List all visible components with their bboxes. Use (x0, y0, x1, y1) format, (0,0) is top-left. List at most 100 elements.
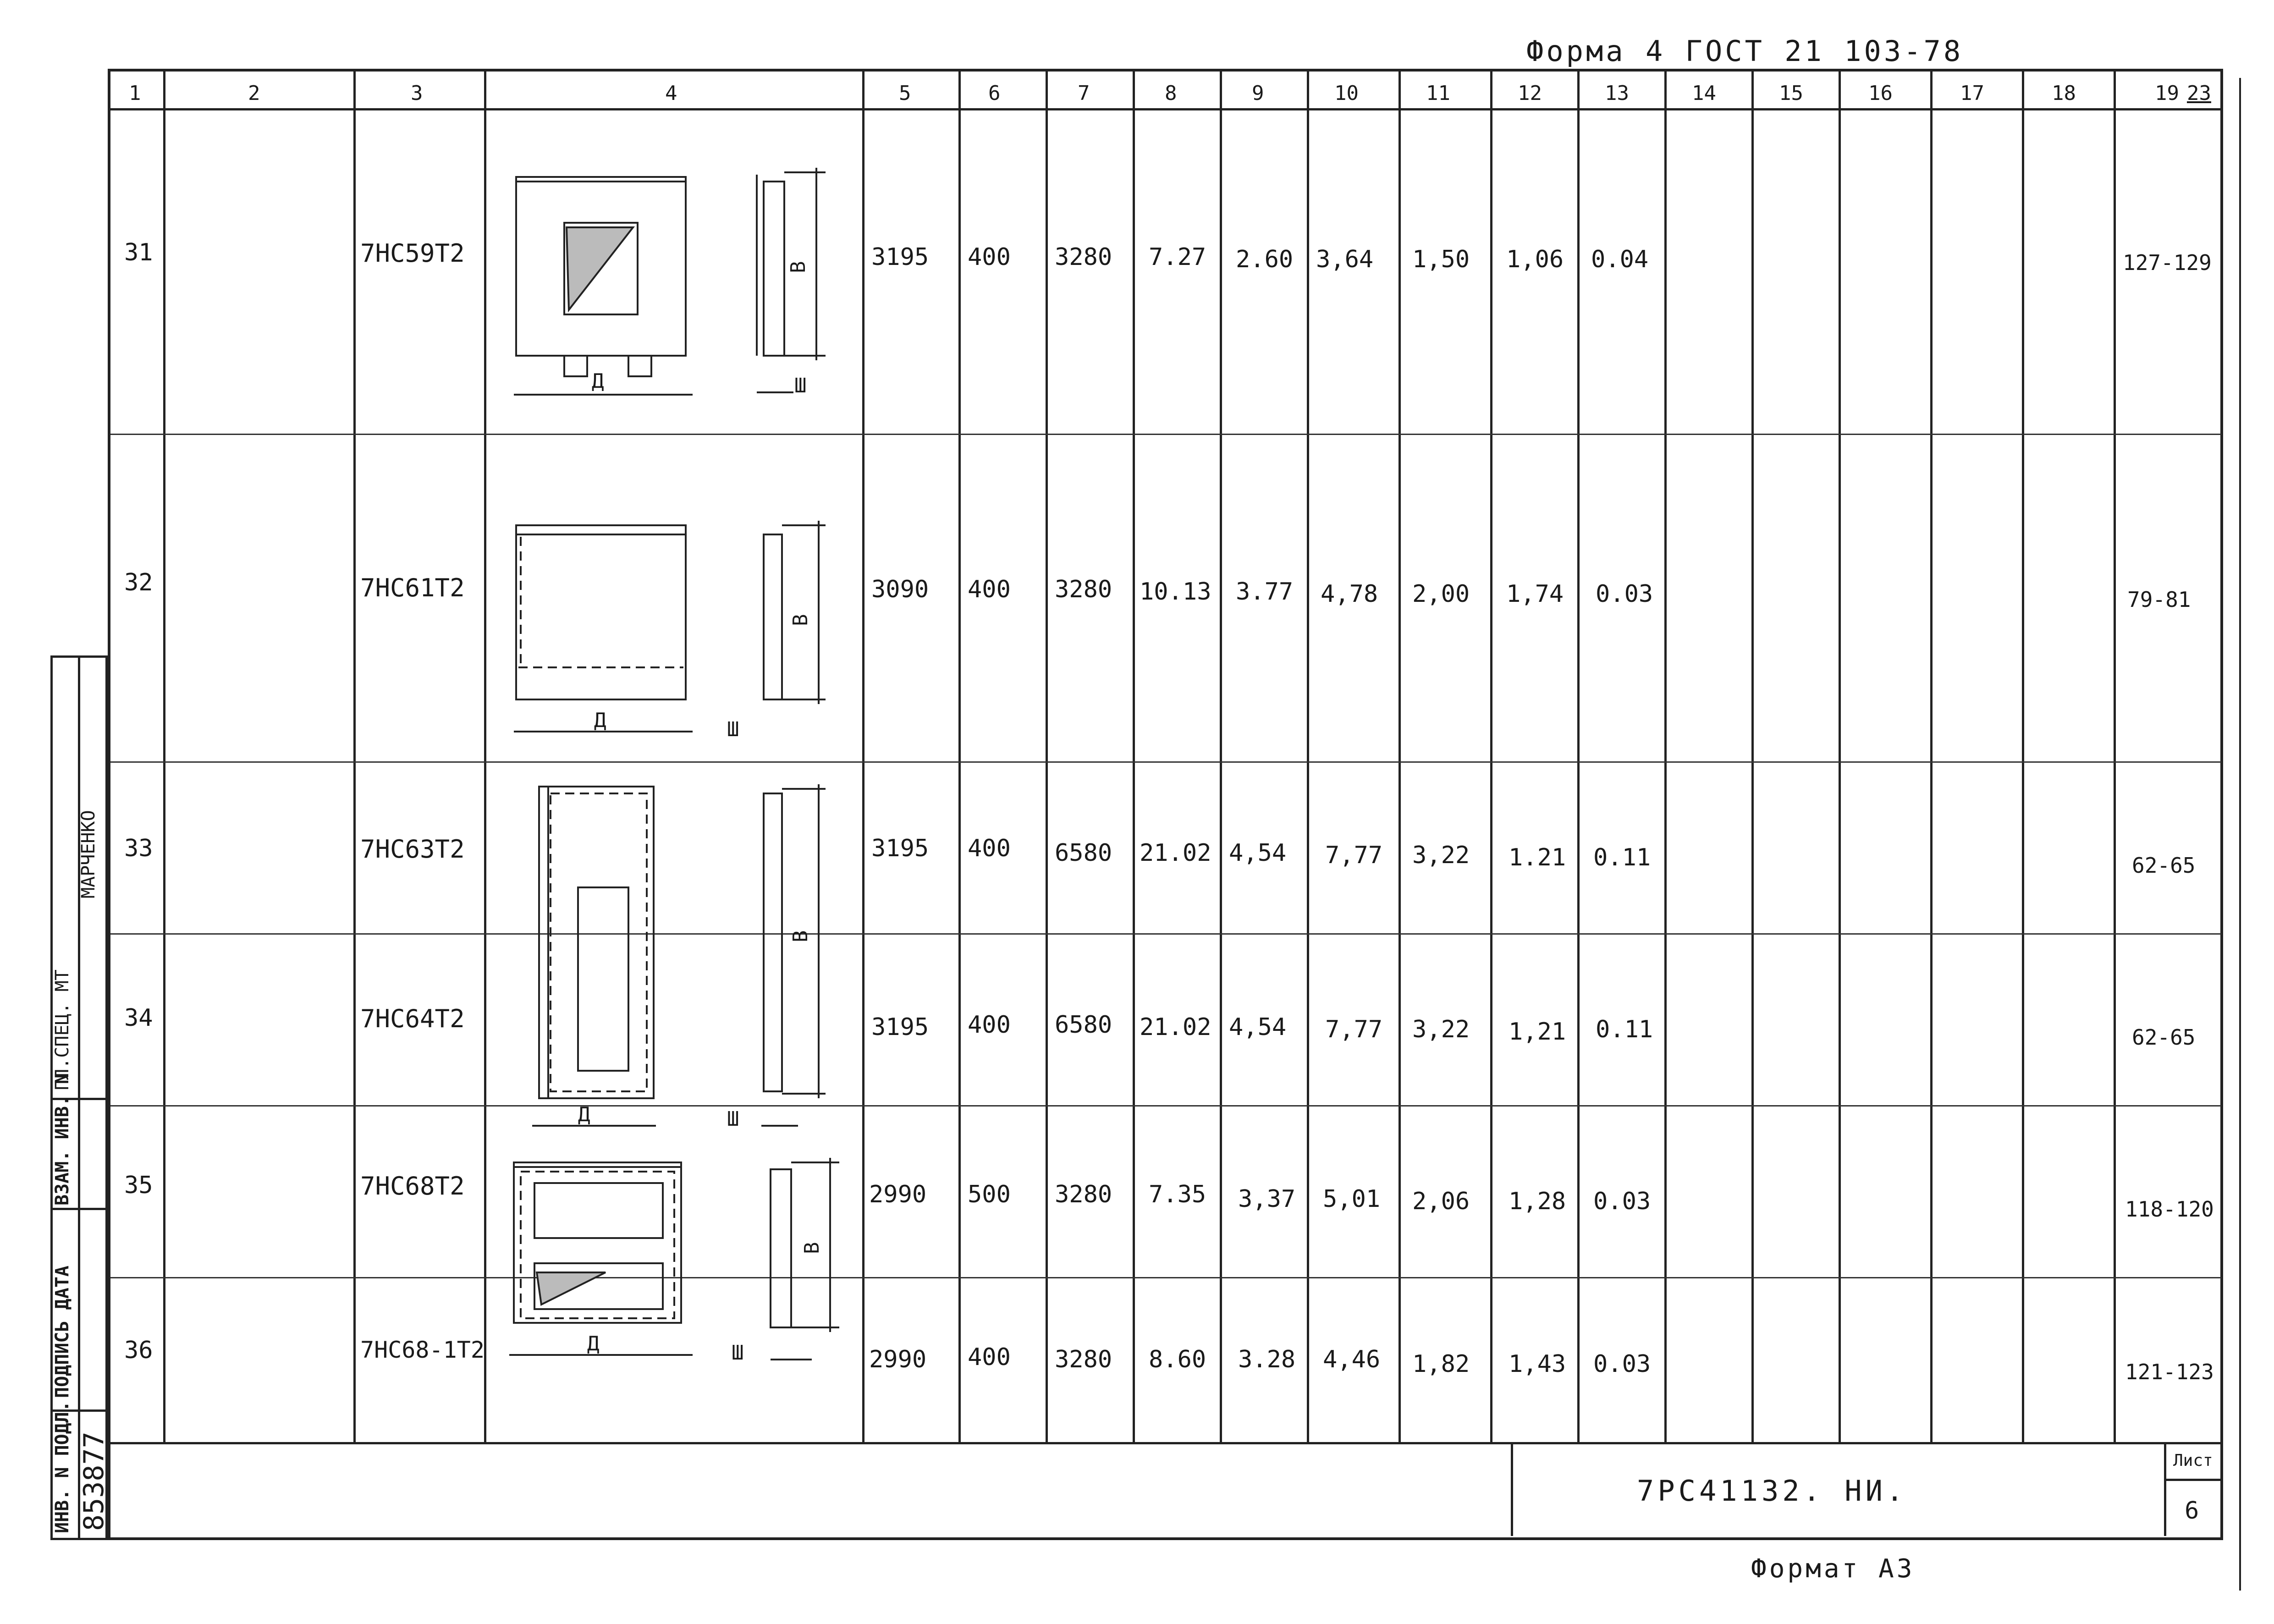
col-header-19: 19 (2155, 82, 2179, 105)
row-31-num: 31 (124, 239, 153, 266)
col-header-14: 14 (1692, 82, 1716, 105)
drawing-sheet: 1 2 3 4 5 6 7 8 9 10 11 12 13 14 15 16 1… (108, 69, 2223, 1540)
row-35-c12: 1,28 (1509, 1188, 1566, 1215)
row-34-c19: 62-65 (2132, 1025, 2196, 1050)
row-31-c10: 3,64 (1316, 246, 1374, 273)
col-header-10: 10 (1334, 82, 1359, 105)
dim-height-35: В (800, 1242, 824, 1255)
row-32-c5: 3090 (871, 576, 929, 603)
col-header-17: 17 (1960, 82, 1984, 105)
row-33-c11: 3,22 (1412, 842, 1470, 869)
row-32-code: 7НС61Т2 (360, 573, 465, 602)
right-border-line (2239, 78, 2241, 1591)
row-34-code: 7НС64Т2 (360, 1004, 465, 1033)
row-34-c10: 7,77 (1325, 1016, 1383, 1043)
row-34-c11: 3,22 (1412, 1016, 1470, 1043)
row-34-c9: 4,54 (1229, 1013, 1287, 1041)
row-31-c12: 1,06 (1506, 246, 1564, 273)
panel-sketch-35-36 (509, 1158, 839, 1360)
row-31-c9: 2.60 (1236, 246, 1294, 273)
row-32-c8: 10.13 (1140, 578, 1211, 606)
col-header-7: 7 (1078, 82, 1090, 105)
row-34-num: 34 (124, 1004, 153, 1032)
row-36-code: 7НС68-1Т2 (360, 1337, 485, 1363)
dim-width-33: Ш (727, 1107, 739, 1131)
row-31-c11: 1,50 (1412, 246, 1470, 273)
row-36-c13: 0.03 (1593, 1350, 1651, 1378)
row-36-c12: 1,43 (1509, 1350, 1566, 1378)
col-header-23: 23 (2187, 82, 2211, 105)
row-36-c19: 121-123 (2125, 1360, 2214, 1384)
row-36-c5: 2990 (869, 1346, 927, 1373)
row-33-num: 33 (124, 835, 153, 862)
row-35-c8: 7.35 (1149, 1181, 1206, 1208)
col-header-2: 2 (248, 82, 260, 105)
col-header-3: 3 (411, 82, 423, 105)
dim-length-35: Д (587, 1332, 600, 1355)
dim-length-33: Д (578, 1103, 590, 1126)
row-34-c7: 6580 (1055, 1011, 1112, 1039)
col-header-8: 8 (1165, 82, 1177, 105)
row-34-c8: 21.02 (1140, 1013, 1211, 1041)
dim-width-31: Ш (794, 374, 807, 397)
row-33-c8: 21.02 (1140, 839, 1211, 867)
row-31-c5: 3195 (871, 243, 929, 271)
col-header-13: 13 (1605, 82, 1629, 105)
row-31-c6: 400 (968, 243, 1011, 271)
col-header-12: 12 (1518, 82, 1542, 105)
dim-height-33: В (789, 930, 812, 943)
dim-height-31: В (787, 261, 810, 274)
row-36-c9: 3.28 (1238, 1346, 1296, 1373)
dim-length-32: Д (594, 709, 606, 732)
row-31-c8: 7.27 (1149, 243, 1206, 271)
row-33-c13: 0.11 (1593, 844, 1651, 871)
stamp-inv-label: ИНВ. N ПОДЛ. (52, 1401, 73, 1533)
row-33-c12: 1.21 (1509, 844, 1566, 871)
row-32-num: 32 (124, 569, 153, 596)
row-35-c9: 3,37 (1238, 1185, 1296, 1213)
col-header-5: 5 (899, 82, 911, 105)
sheet-label: Лист (2173, 1451, 2213, 1470)
row-35-num: 35 (124, 1172, 153, 1199)
row-35-c5: 2990 (869, 1181, 927, 1208)
col-header-11: 11 (1426, 82, 1450, 105)
row-34-c12: 1,21 (1509, 1018, 1566, 1046)
row-32-c12: 1,74 (1506, 580, 1564, 608)
row-36-c10: 4,46 (1323, 1346, 1381, 1373)
dim-height-32: В (789, 614, 812, 627)
row-32-c7: 3280 (1055, 576, 1112, 603)
row-36-c7: 3280 (1055, 1346, 1112, 1373)
col-header-4: 4 (665, 82, 677, 105)
panel-sketch-32 (514, 521, 826, 732)
stamp-sign-date: ПОДПИСЬ ДАТА (52, 1266, 73, 1398)
row-31-code: 7НС59Т2 (360, 239, 465, 268)
form-header: Форма 4 ГОСТ 21 103-78 (1526, 34, 1964, 68)
col-header-9: 9 (1252, 82, 1264, 105)
row-35-c6: 500 (968, 1181, 1011, 1208)
row-34-c6: 400 (968, 1011, 1011, 1039)
dim-length-31: Д (592, 369, 604, 393)
stamp-name: МАРЧЕНКО (78, 810, 99, 898)
panel-sketch-31 (514, 168, 826, 396)
row-32-c13: 0.03 (1596, 580, 1653, 608)
row-35-c11: 2,06 (1412, 1188, 1470, 1215)
row-31-c7: 3280 (1055, 243, 1112, 271)
row-35-c19: 118-120 (2125, 1197, 2214, 1222)
col-header-15: 15 (1779, 82, 1803, 105)
row-34-c13: 0.11 (1596, 1016, 1653, 1043)
row-32-c6: 400 (968, 576, 1011, 603)
row-34-c5: 3195 (871, 1013, 929, 1041)
row-31-c19: 127-129 (2123, 250, 2212, 275)
row-33-c5: 3195 (871, 835, 929, 862)
row-32-c11: 2,00 (1412, 580, 1470, 608)
row-35-c7: 3280 (1055, 1181, 1112, 1208)
row-32-c9: 3.77 (1236, 578, 1294, 606)
row-33-c19: 62-65 (2132, 853, 2196, 878)
panel-sketch-33-34 (532, 784, 826, 1127)
col-header-18: 18 (2052, 82, 2076, 105)
row-36-c6: 400 (968, 1343, 1011, 1371)
row-36-c11: 1,82 (1412, 1350, 1470, 1378)
col-header-1: 1 (129, 82, 141, 105)
row-33-c9: 4,54 (1229, 839, 1287, 867)
stamp-vzam: ВЗАМ. ИНВ. N (52, 1073, 73, 1206)
